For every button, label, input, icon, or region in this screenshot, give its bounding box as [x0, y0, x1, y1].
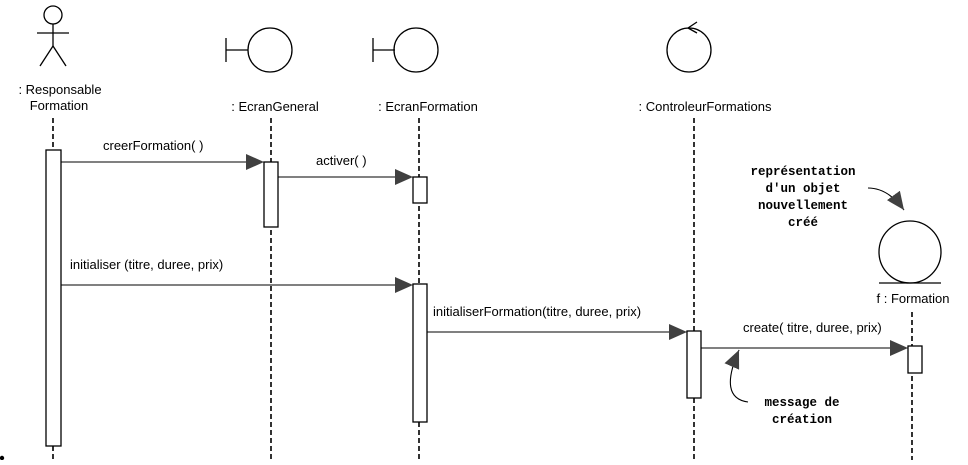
entity-icon — [878, 220, 942, 284]
message-label: activer( ) — [316, 153, 367, 168]
note-line: représentation — [750, 165, 855, 179]
note-line: message de — [764, 396, 839, 410]
note-pointer — [867, 187, 905, 211]
participant-ecran-general: : EcranGeneral — [225, 27, 319, 460]
message-label: create( titre, duree, prix) — [743, 320, 882, 335]
participant-label-ecran-formation: : EcranFormation — [378, 99, 478, 114]
message-label: initialiserFormation(titre, duree, prix) — [433, 304, 641, 319]
message-label: initialiser (titre, duree, prix) — [70, 257, 223, 272]
note-pointer — [724, 349, 749, 403]
boundary-icon — [372, 27, 439, 73]
message-create: create( titre, duree, prix) — [701, 320, 908, 356]
participant-label-controleur: : ControleurFormations — [639, 99, 772, 114]
activation-bar-ecran-formation-1 — [412, 176, 428, 204]
participant-responsable: : Responsable Formation — [18, 5, 102, 460]
note-line: d'un objet — [765, 182, 840, 196]
note-creation-message: message de création — [724, 349, 840, 427]
participant-label-responsable-line1: : Responsable — [18, 82, 101, 97]
participant-label-formation: f : Formation — [877, 291, 950, 306]
activation-bar-formation — [907, 345, 923, 374]
participant-label-responsable-line2: Formation — [30, 98, 89, 113]
note-new-object: représentation d'un objet nouvellement c… — [750, 165, 905, 230]
page-corner-mark — [0, 455, 5, 461]
message-creer-formation: creerFormation( ) — [61, 138, 264, 170]
message-initialiser-formation: initialiserFormation(titre, duree, prix) — [427, 304, 687, 340]
activation-bar-ecran-general — [263, 161, 279, 228]
message-activer: activer( ) — [278, 153, 413, 185]
participant-formation: f : Formation — [877, 220, 950, 460]
participant-controleur: : ControleurFormations — [639, 21, 772, 460]
participant-ecran-formation: : EcranFormation — [372, 27, 478, 460]
message-initialiser: initialiser (titre, duree, prix) — [61, 257, 413, 293]
message-label: creerFormation( ) — [103, 138, 203, 153]
note-line: nouvellement — [758, 199, 848, 213]
activation-bar-ecran-formation-2 — [412, 283, 428, 423]
note-line: créé — [788, 216, 818, 230]
activation-bar-controleur — [686, 330, 702, 399]
control-icon — [666, 21, 712, 73]
actor-icon — [37, 5, 69, 67]
boundary-icon — [225, 27, 293, 73]
participant-label-ecran-general: : EcranGeneral — [231, 99, 319, 114]
activation-bar-responsable — [45, 149, 62, 447]
note-line: création — [772, 413, 832, 427]
